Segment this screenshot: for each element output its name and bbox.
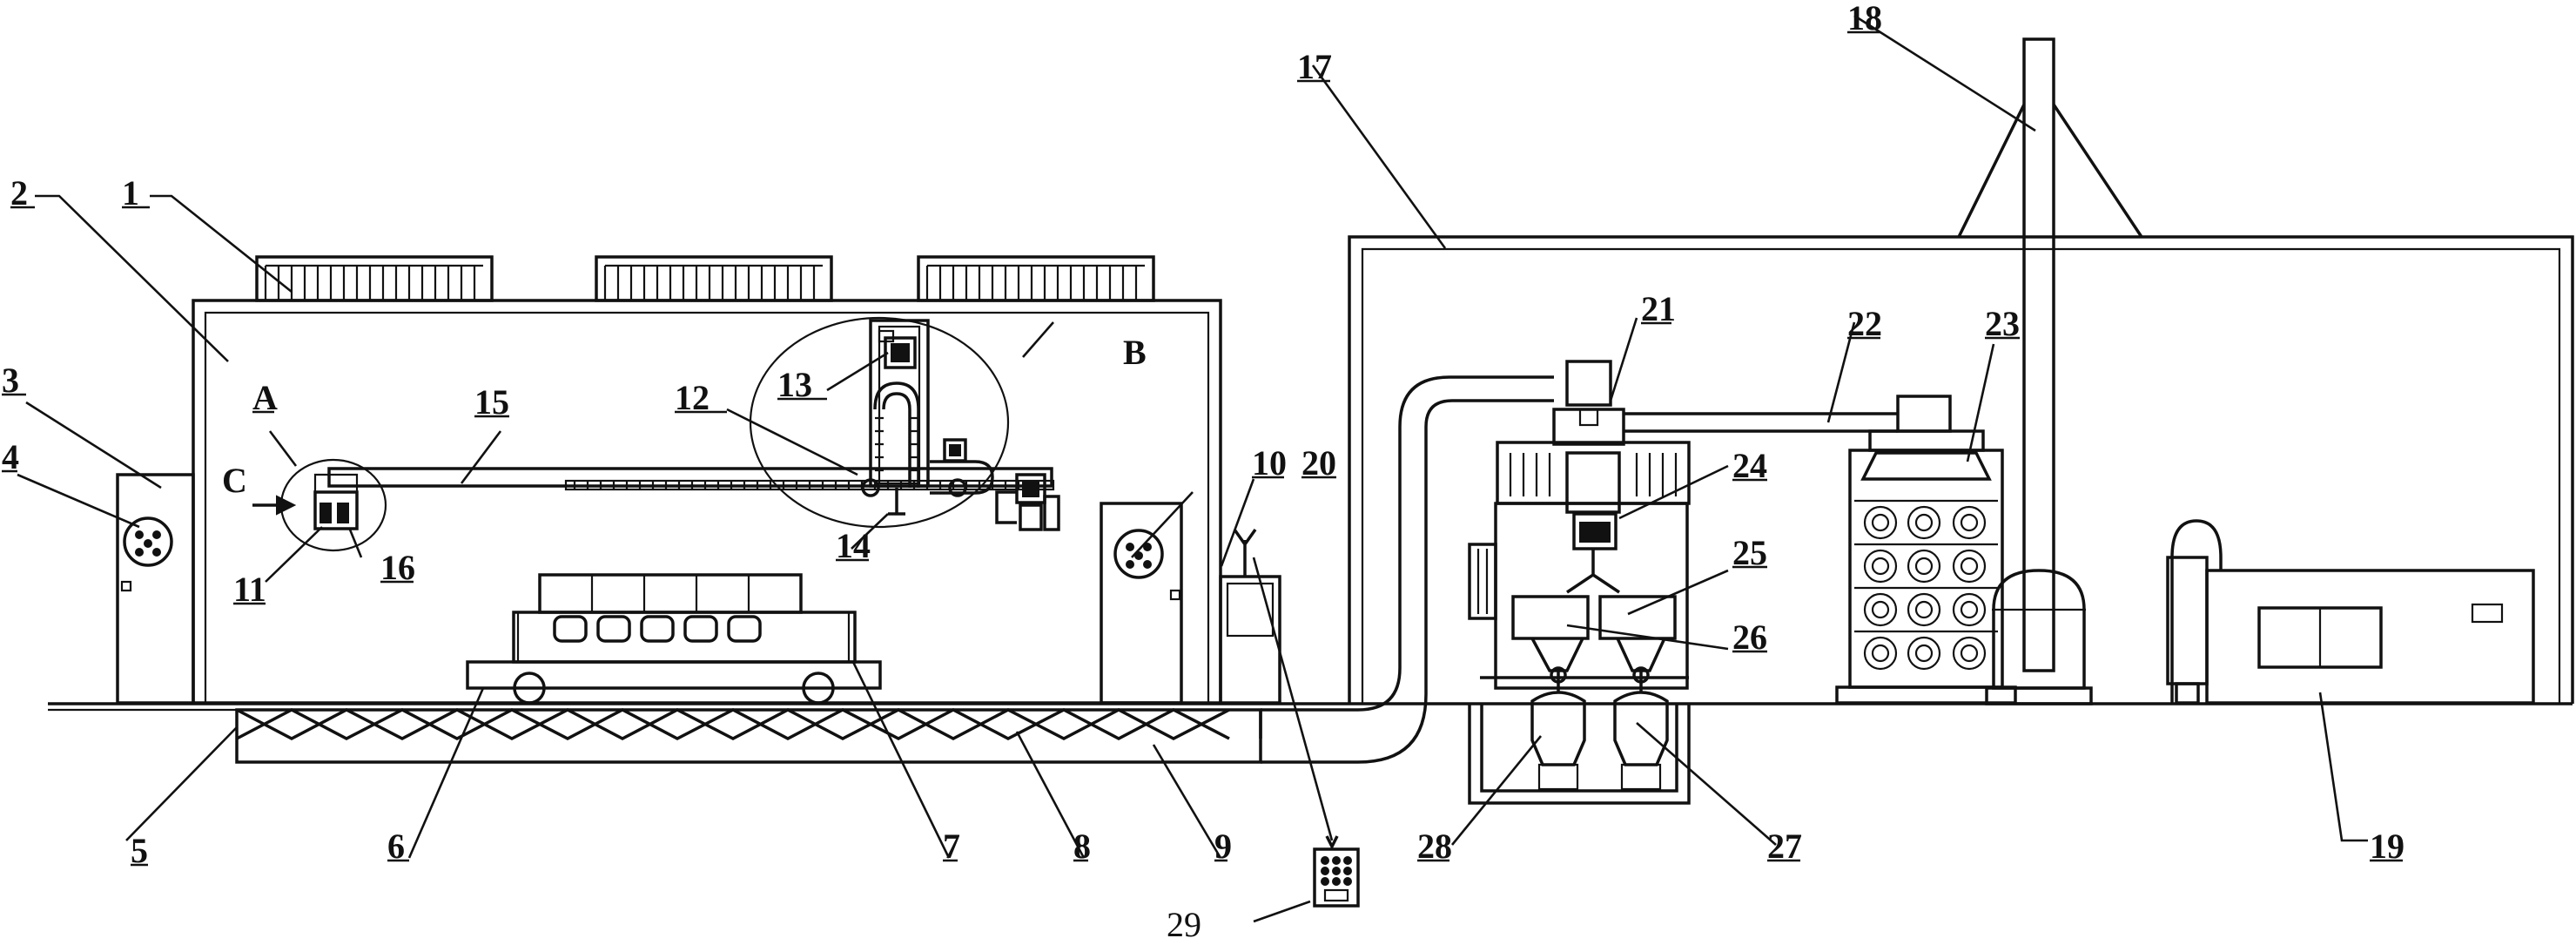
label-17: 17 <box>1297 47 1332 86</box>
label-14: 14 <box>836 526 871 565</box>
filter-cartridge-cabinet <box>1835 395 2017 705</box>
label-13: 13 <box>777 365 812 404</box>
reference-numerals: 1 2 3 4 5 6 7 8 9 10 11 12 13 14 15 16 1… <box>2 0 2404 944</box>
label-2: 2 <box>10 173 28 213</box>
label-detail-b: B <box>1123 333 1147 372</box>
right-door <box>1100 502 1183 705</box>
left-control-panel <box>123 516 173 567</box>
label-20: 20 <box>1301 443 1336 483</box>
label-19: 19 <box>2370 827 2404 866</box>
label-11: 11 <box>233 570 266 609</box>
label-3: 3 <box>2 361 19 400</box>
label-detail-a: A <box>252 378 278 417</box>
label-6: 6 <box>387 827 405 866</box>
label-1: 1 <box>122 173 139 213</box>
label-9: 9 <box>1214 827 1232 866</box>
air-compressor-unit <box>2166 519 2535 705</box>
equipment-room-enclosure <box>1261 235 2574 705</box>
detail-a-circle <box>279 458 387 552</box>
label-26: 26 <box>1732 618 1767 657</box>
label-10: 10 <box>1252 443 1287 483</box>
secondary-robot-unit <box>995 473 1060 531</box>
detail-b-ellipse <box>749 316 1010 529</box>
remote-controller <box>1252 557 1360 908</box>
view-arrow-c <box>252 495 297 516</box>
roof-fan-units <box>255 255 1155 302</box>
label-29: 29 <box>1167 905 1201 944</box>
wireless-receiver <box>1219 528 1281 705</box>
label-25: 25 <box>1732 533 1767 572</box>
exhaust-duct <box>1624 412 1898 433</box>
hopper-pit <box>1468 691 1691 805</box>
robot-arm <box>861 319 994 516</box>
numeral-underlines <box>2 30 2403 867</box>
label-23: 23 <box>1985 304 2020 343</box>
label-12: 12 <box>675 378 710 417</box>
label-24: 24 <box>1732 446 1767 485</box>
gantry-rail <box>327 467 1055 491</box>
recovery-conveyor <box>235 708 1262 764</box>
label-22: 22 <box>1847 304 1882 343</box>
left-door <box>116 473 195 705</box>
label-28: 28 <box>1417 827 1452 866</box>
label-5: 5 <box>131 831 148 870</box>
label-15: 15 <box>474 382 509 422</box>
label-8: 8 <box>1073 827 1091 866</box>
label-7: 7 <box>943 827 960 866</box>
label-27: 27 <box>1767 827 1802 866</box>
return-pipe <box>1261 375 1554 764</box>
exhaust-stack <box>1957 37 2143 705</box>
label-16: 16 <box>380 548 415 587</box>
label-view-c: C <box>222 461 247 500</box>
workpiece-cart <box>466 573 882 705</box>
label-21: 21 <box>1641 289 1676 328</box>
label-4: 4 <box>2 437 19 476</box>
leader-lines <box>17 14 2368 923</box>
cyclone-separator <box>1468 360 1691 692</box>
